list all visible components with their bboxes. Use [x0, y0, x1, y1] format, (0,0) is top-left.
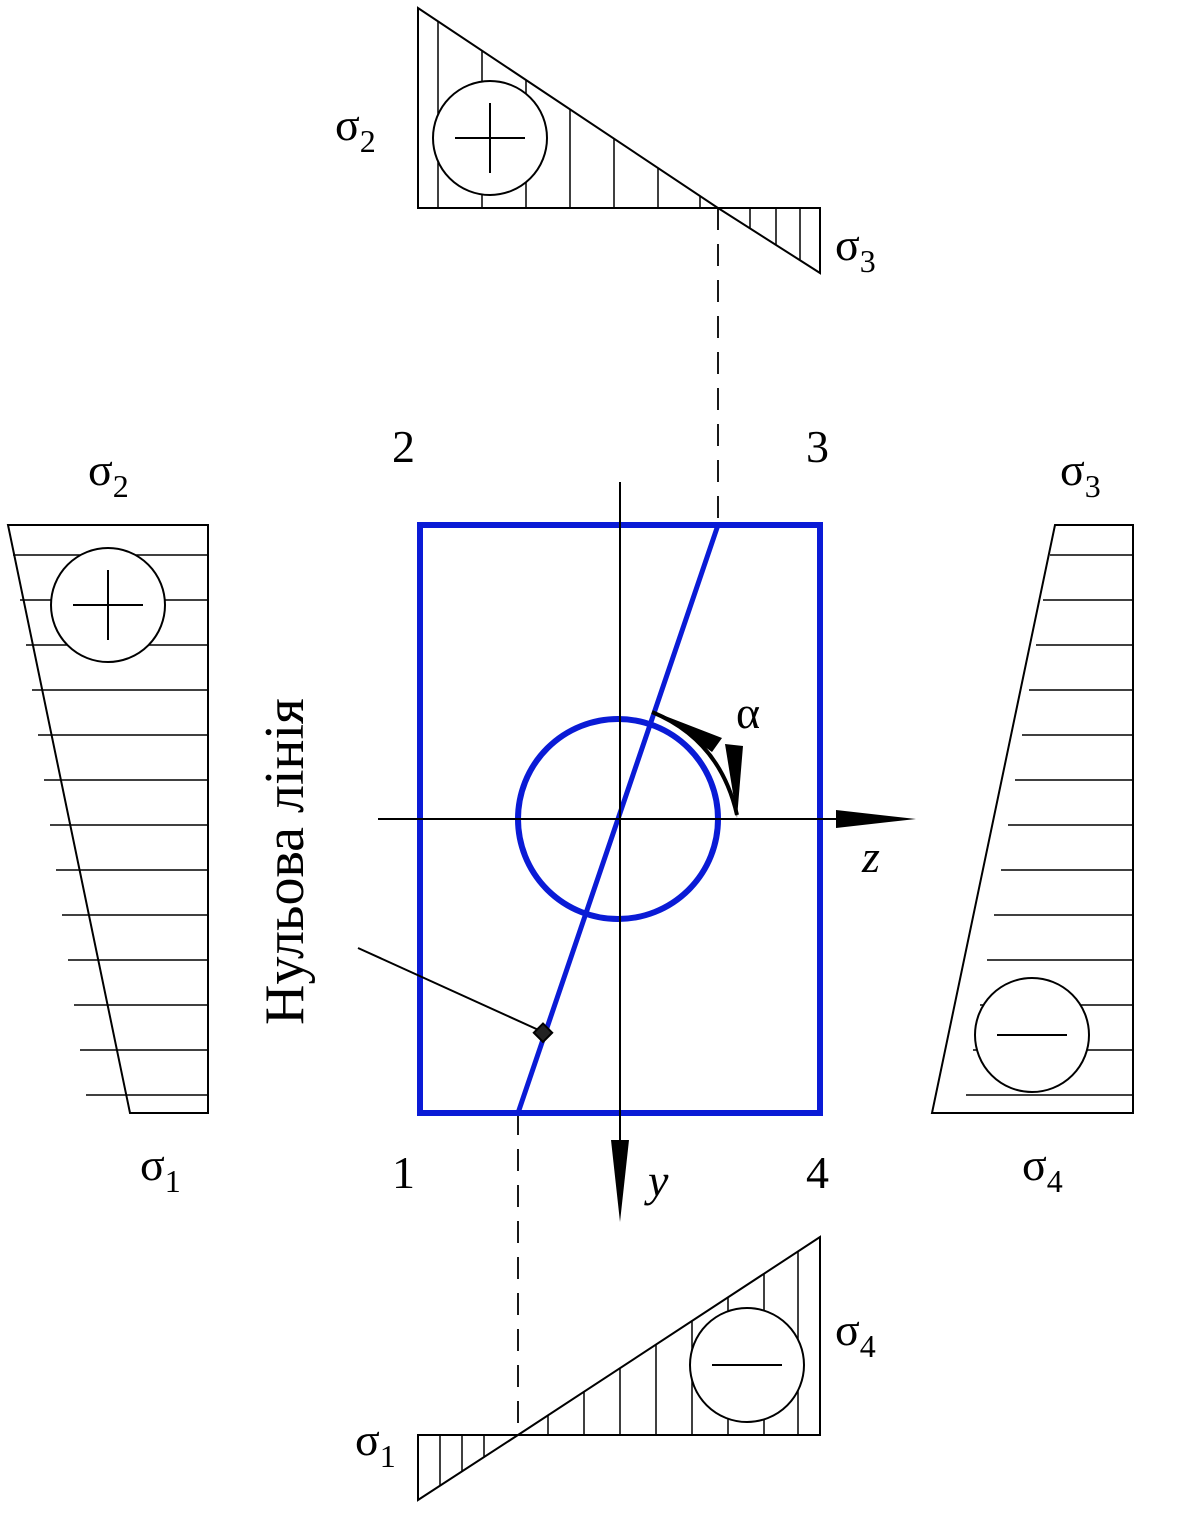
top-negative-triangle — [714, 207, 821, 275]
bottom-positive-triangle — [417, 1434, 522, 1502]
angle-arrow-icon — [725, 744, 743, 818]
left-trapezoid — [6, 524, 209, 1114]
corner-label-2: 2 — [392, 421, 415, 472]
corner-label-4: 4 — [806, 1147, 829, 1198]
leader-marker-icon — [532, 1022, 554, 1044]
minus-sign-icon — [689, 1307, 805, 1423]
minus-sign-icon — [974, 977, 1090, 1093]
z-axis-arrow-icon — [836, 810, 916, 828]
right-sigma3-label: σ3 — [1060, 444, 1101, 504]
left-sigma1-label: σ1 — [140, 1139, 181, 1199]
bottom-sigma1-label: σ1 — [355, 1414, 396, 1474]
bottom-sigma4-label: σ4 — [835, 1304, 876, 1364]
top-sigma2-label: σ2 — [335, 99, 376, 159]
left-sigma2-label: σ2 — [88, 444, 129, 504]
corner-label-1: 1 — [392, 1147, 415, 1198]
z-axis-label: z — [861, 831, 880, 882]
y-axis-label: y — [644, 1155, 669, 1206]
angle-alpha-arc — [651, 710, 743, 818]
corner-label-3: 3 — [806, 421, 829, 472]
bottom-stress-diagram — [417, 1235, 821, 1502]
neutral-line-caption: Нульова лінія — [254, 698, 316, 1025]
right-stress-diagram — [930, 524, 1134, 1114]
right-trapezoid — [930, 524, 1134, 1114]
y-axis-arrow-icon — [611, 1140, 629, 1222]
top-stress-diagram — [417, 6, 821, 275]
plus-sign-icon — [432, 80, 548, 196]
top-sigma3-label: σ3 — [835, 219, 876, 279]
neutral-line-leader — [357, 947, 544, 1033]
left-stress-diagram — [6, 524, 209, 1114]
plus-sign-icon — [50, 547, 166, 663]
angle-arrow-tail-icon — [660, 714, 722, 752]
right-sigma4-label: σ4 — [1022, 1139, 1063, 1199]
angle-alpha-label: α — [736, 687, 760, 738]
